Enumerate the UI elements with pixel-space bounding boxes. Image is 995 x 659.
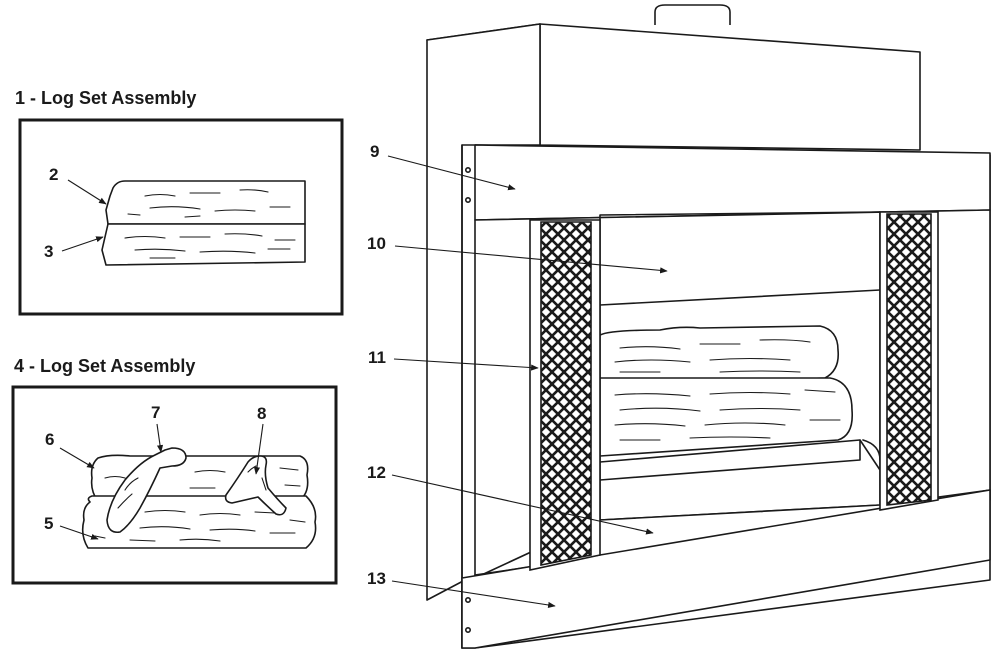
inset-1-title: 1 - Log Set Assembly [15, 88, 197, 108]
callout-6: 6 [45, 430, 55, 449]
callout-12: 12 [367, 463, 386, 482]
callout-5: 5 [44, 514, 54, 533]
leader-lines [59, 155, 668, 608]
callout-8: 8 [257, 404, 267, 423]
inset-4-box [11, 385, 338, 585]
mesh-screen-right [879, 211, 939, 511]
callout-9: 9 [370, 142, 380, 161]
callout-10: 10 [367, 234, 386, 253]
inset-4-title: 4 - Log Set Assembly [14, 356, 196, 376]
callout-7: 7 [151, 403, 161, 422]
callout-2: 2 [49, 165, 59, 184]
callout-13: 13 [367, 569, 386, 588]
mesh-screen-left [529, 219, 601, 571]
fireplace-logs [599, 325, 854, 457]
callout-11: 11 [368, 348, 386, 367]
inset-1-box [18, 118, 344, 316]
callout-3: 3 [44, 242, 54, 261]
